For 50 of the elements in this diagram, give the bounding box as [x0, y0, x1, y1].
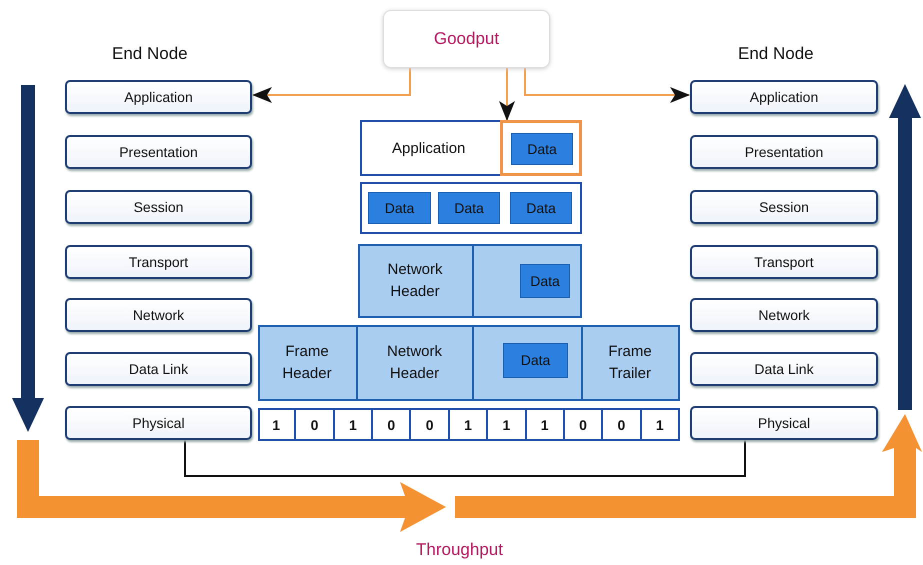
layer-box: Presentation [65, 135, 252, 169]
data-block: Data [368, 192, 431, 224]
bit-cell: 1 [642, 408, 680, 441]
arrow [499, 68, 515, 121]
packet-box [360, 120, 582, 176]
layer-box: Application [65, 80, 252, 114]
layer-box: Physical [65, 406, 252, 440]
bit-cell: 1 [450, 408, 488, 441]
column-heading: End Node [738, 44, 814, 64]
header-cell: Frame Trailer [582, 325, 680, 401]
layer-box: Physical [690, 406, 878, 440]
packet-box [358, 244, 582, 318]
throughput-label: Throughput [416, 540, 503, 560]
layer-box: Presentation [690, 135, 878, 169]
data-block: Data [503, 343, 568, 378]
bit-cell: 0 [603, 408, 642, 441]
layer-box: Session [690, 190, 878, 224]
bit-cell: 1 [258, 408, 296, 441]
bit-cell: 1 [488, 408, 527, 441]
bit-cell: 0 [296, 408, 335, 441]
packet-box [360, 182, 582, 234]
layer-box: Transport [690, 245, 878, 279]
layer-box: Network [65, 298, 252, 332]
layer-box: Application [690, 80, 878, 114]
bit-cell: 0 [411, 408, 450, 441]
connector-line [184, 440, 746, 477]
bit-cell: 0 [373, 408, 412, 441]
data-block: Data [520, 264, 570, 298]
data-block: Data [510, 192, 572, 224]
bit-cell: 1 [526, 408, 565, 441]
layer-box: Network [690, 298, 878, 332]
header-cell: Network Header [357, 325, 474, 401]
data-cell [500, 120, 582, 176]
layer-label: Application [392, 140, 466, 156]
data-block: Data [438, 192, 500, 224]
header-cell: Network Header [358, 244, 474, 318]
arrow [524, 68, 690, 103]
packet-box [258, 325, 680, 401]
layer-box: Session [65, 190, 252, 224]
bit-cell: 0 [564, 408, 604, 441]
header-cell: Frame Header [258, 325, 358, 401]
column-heading: End Node [112, 44, 188, 64]
goodput-box: Goodput [383, 10, 550, 68]
bit-row [258, 408, 680, 441]
arrow [252, 68, 411, 103]
layer-box: Transport [65, 245, 252, 279]
data-block: Data [511, 133, 573, 165]
bit-cell: 1 [334, 408, 374, 441]
layer-box: Data Link [65, 352, 252, 386]
layer-box: Data Link [690, 352, 878, 386]
